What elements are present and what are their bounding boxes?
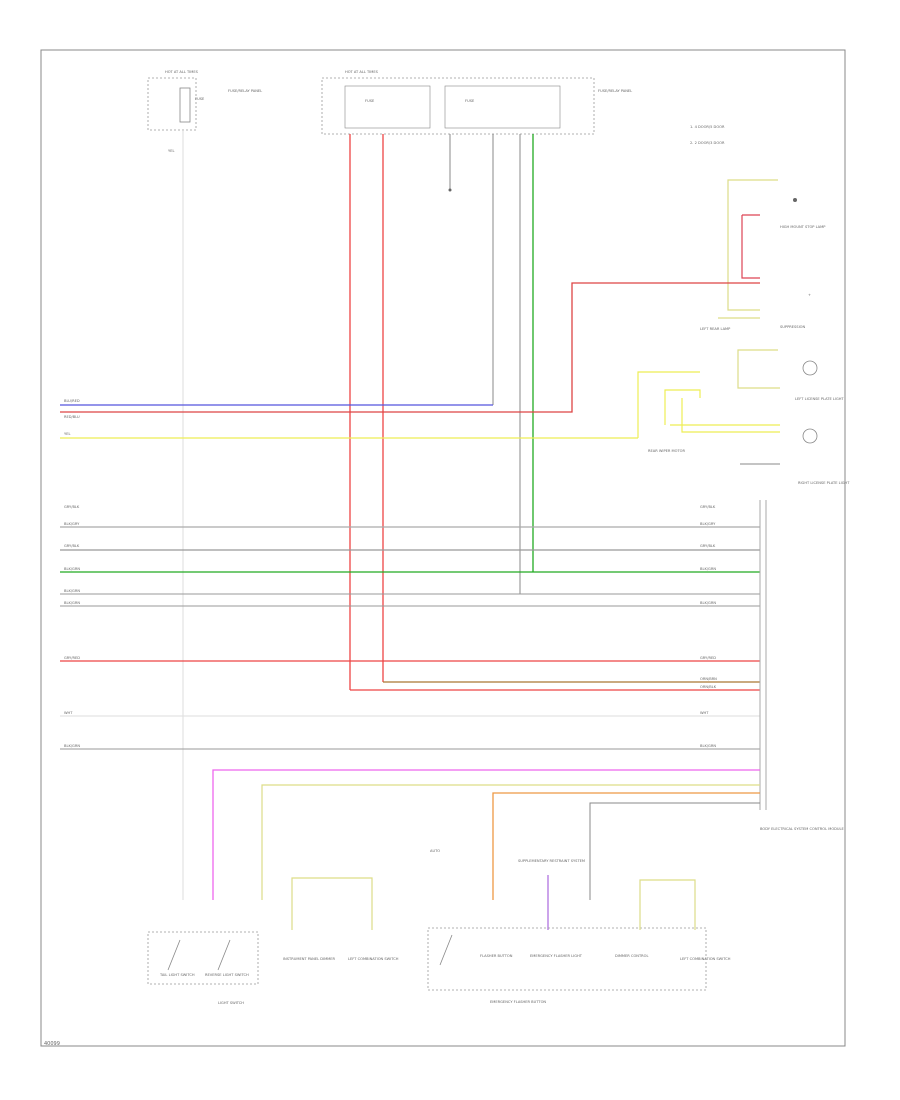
svg-text:LEFT COMBINATION SWITCH: LEFT COMBINATION SWITCH	[348, 957, 399, 961]
svg-text:ORN/BRN: ORN/BRN	[700, 677, 717, 681]
svg-text:+: +	[808, 293, 811, 297]
rear-wiper-label: REAR WIPER MOTOR	[648, 449, 686, 453]
light-switch-label: LIGHT SWITCH	[218, 1001, 244, 1005]
svg-text:BLK/GRY: BLK/GRY	[64, 522, 80, 526]
svg-text:FLASHER BUTTON: FLASHER BUTTON	[480, 954, 513, 958]
suppression-label: SUPPRESSION	[780, 325, 805, 329]
svg-text:WHT: WHT	[700, 711, 709, 715]
legend-line-1: 1. 4 DOOR/5 DOOR	[690, 125, 725, 129]
footer-code: 40099	[44, 1041, 60, 1047]
wire-label-red-blu: RED/BLU	[64, 415, 80, 419]
svg-text:GRY/BLK: GRY/BLK	[700, 505, 716, 509]
svg-text:BLK/GRY: BLK/GRY	[700, 522, 716, 526]
emergency-flasher-box: FLASHER BUTTON EMERGENCY FLASHER LIGHT D…	[427, 879, 731, 1004]
svg-text:REVERSE LIGHT SWITCH: REVERSE LIGHT SWITCH	[205, 973, 249, 977]
emergency-button-label: EMERGENCY FLASHER BUTTON	[490, 1000, 546, 1004]
fuse-left-panel-label: FUSE/RELAY PANEL	[228, 89, 262, 93]
legend-line-2: 2. 2 DOOR/3 DOOR	[690, 141, 725, 145]
license-plate-right-label: RIGHT LICENSE PLATE LIGHT	[798, 481, 850, 485]
high-mount-stop-lamp: HIGH MOUNT STOP LAMP +	[727, 179, 826, 311]
diagram-frame	[40, 49, 846, 1047]
fuse-left-label: FUSE	[195, 97, 205, 101]
svg-text:BLK/GRN: BLK/GRN	[700, 601, 716, 605]
svg-text:BLK/GRN: BLK/GRN	[700, 567, 716, 571]
auto-label: AUTO	[430, 849, 440, 853]
license-plate-lights: LEFT LICENSE PLATE LIGHT RIGHT LICENSE P…	[637, 349, 850, 485]
svg-text:LEFT COMBINATION SWITCH: LEFT COMBINATION SWITCH	[680, 957, 731, 961]
svg-text:WHT: WHT	[64, 711, 73, 715]
svg-text:GRY/BLK: GRY/BLK	[700, 544, 716, 548]
svg-text:FUSE: FUSE	[465, 99, 475, 103]
fuse-box-center: HOT AT ALL TIMES FUSE FUSE FUSE/RELAY PA…	[321, 70, 632, 135]
wire-label-blu-red: BLU/RED	[64, 399, 80, 403]
svg-text:GRY/RED: GRY/RED	[64, 656, 80, 660]
svg-text:BLK/GRN: BLK/GRN	[700, 744, 716, 748]
svg-text:EMERGENCY FLASHER LIGHT: EMERGENCY FLASHER LIGHT	[530, 954, 583, 958]
svg-text:ORN/BLK: ORN/BLK	[700, 685, 717, 689]
svg-text:GRY/BLK: GRY/BLK	[64, 505, 80, 509]
light-switch-box: TAIL LIGHT SWITCH REVERSE LIGHT SWITCH I…	[147, 877, 399, 1005]
license-plate-left-label: LEFT LICENSE PLATE LIGHT	[795, 397, 844, 401]
fuse-box-left: HOT AT ALL TIMES FUSE FUSE/RELAY PANEL Y…	[147, 70, 262, 153]
fuse-box-center-title: HOT AT ALL TIMES	[345, 70, 379, 74]
svg-text:GRY/BLK: GRY/BLK	[64, 544, 80, 548]
wire-label-yel: YEL	[64, 432, 70, 436]
fuse-center-panel-label: FUSE/RELAY PANEL	[598, 89, 632, 93]
svg-text:GRY/RED: GRY/RED	[700, 656, 716, 660]
wire-bundle: GRY/BLK BLK/GRY GRY/BLK BLK/GRN BLK/GRN …	[60, 500, 767, 810]
high-mount-stop-lamp-label: HIGH MOUNT STOP LAMP	[780, 225, 826, 229]
svg-text:FUSE: FUSE	[365, 99, 375, 103]
rear-lamp-label: LEFT REAR LAMP	[700, 327, 731, 331]
svg-text:BLK/GRN: BLK/GRN	[64, 744, 80, 748]
svg-text:YEL: YEL	[168, 149, 174, 153]
svg-text:BLK/GRN: BLK/GRN	[64, 601, 80, 605]
svg-text:BLK/GRN: BLK/GRN	[64, 589, 80, 593]
body-module-label: BODY ELECTRICAL SYSTEM CONTROL MODULE	[760, 827, 845, 831]
wire-red-high-mount	[60, 282, 760, 413]
svg-text:DIMMER CONTROL: DIMMER CONTROL	[615, 954, 649, 958]
svg-text:INSTRUMENT PANEL DIMMER: INSTRUMENT PANEL DIMMER	[283, 957, 336, 961]
supplementary-label: SUPPLEMENTARY RESTRAINT SYSTEM	[518, 859, 585, 863]
fuse-box-left-title: HOT AT ALL TIMES	[165, 70, 199, 74]
svg-text:TAIL LIGHT SWITCH: TAIL LIGHT SWITCH	[159, 973, 195, 977]
svg-text:BLK/GRN: BLK/GRN	[64, 567, 80, 571]
